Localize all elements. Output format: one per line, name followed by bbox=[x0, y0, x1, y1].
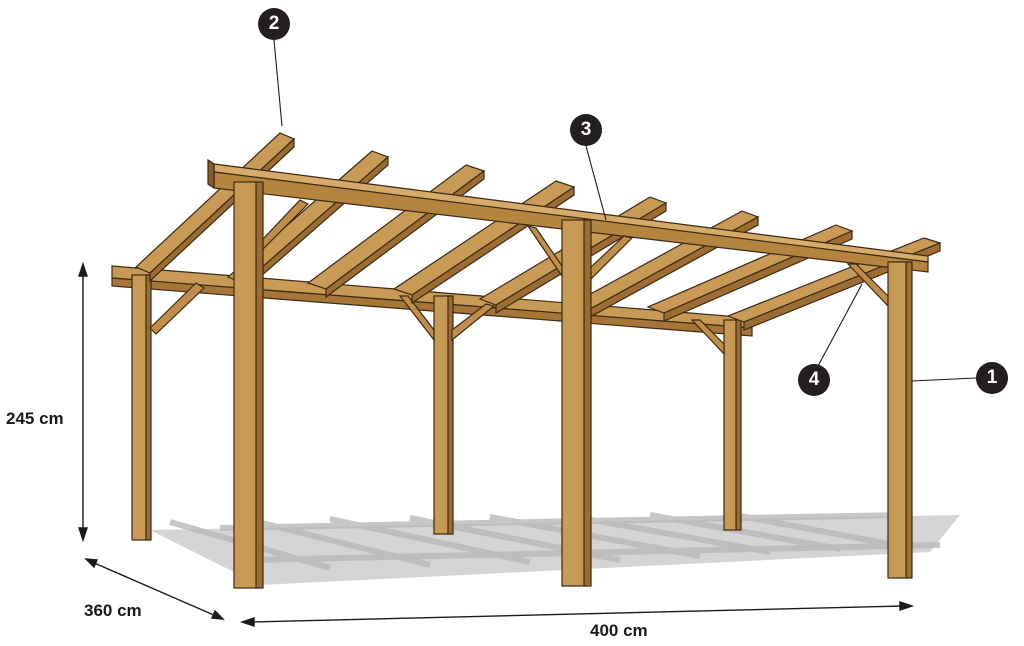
width-arrow bbox=[249, 605, 905, 623]
callout-badge-beam: 3 bbox=[570, 114, 602, 146]
callout-badge-post: 1 bbox=[976, 362, 1008, 394]
dimension-lines bbox=[78, 261, 915, 627]
post-front-left bbox=[233, 181, 259, 589]
width-label: 400 cm bbox=[590, 621, 648, 640]
back-posts bbox=[131, 274, 742, 541]
depth-arrow bbox=[91, 561, 217, 617]
callout-badge-brace: 4 bbox=[798, 364, 830, 396]
callout-badge-rafter: 2 bbox=[258, 8, 290, 40]
back-braces bbox=[149, 282, 725, 356]
depth-label: 360 cm bbox=[84, 601, 142, 620]
post-front-right bbox=[887, 261, 909, 579]
post-front-middle bbox=[561, 219, 587, 587]
leader-lines bbox=[273, 39, 977, 382]
height-label: 245 cm bbox=[6, 409, 64, 428]
front-posts bbox=[233, 181, 913, 589]
